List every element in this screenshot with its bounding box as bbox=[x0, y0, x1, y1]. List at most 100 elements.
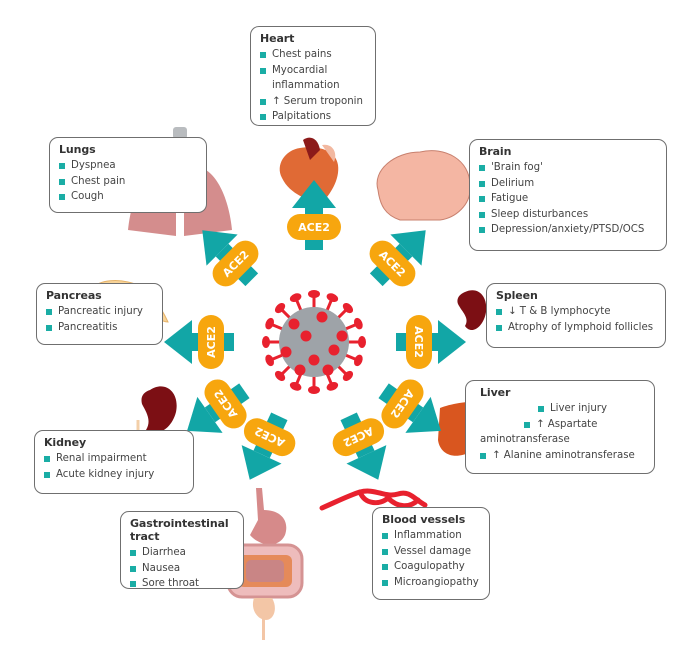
spleen-illustration bbox=[457, 290, 487, 331]
gi-title: Gastrointestinal tract bbox=[130, 517, 229, 543]
lungs-box: Lungs Dyspnea Chest pain Cough bbox=[49, 137, 207, 213]
heart-illustration bbox=[279, 137, 339, 205]
liver-item-continuation: aminotransferase bbox=[480, 434, 570, 446]
arrow-head bbox=[405, 396, 441, 433]
pancreas-item: Pancreatitis bbox=[46, 320, 154, 336]
gi-item: Sore throat bbox=[130, 576, 235, 592]
virus-spike-head bbox=[274, 370, 286, 382]
liver-item: ↑ Alanine aminotransferase bbox=[480, 448, 646, 464]
heart-item: Chest pains bbox=[260, 47, 367, 63]
ace2-badge bbox=[332, 418, 385, 457]
spleen-item: Atrophy of lymphoid follicles bbox=[496, 320, 657, 336]
virus-dot bbox=[316, 311, 328, 323]
arrow-head bbox=[390, 230, 426, 266]
ace2-arrow: ACE2 bbox=[187, 379, 250, 433]
ace2-badge bbox=[381, 379, 424, 429]
virus-dot bbox=[300, 330, 312, 342]
virus-illustration bbox=[262, 290, 366, 394]
virus-spike-head bbox=[265, 354, 275, 367]
blood-vessels-title: Blood vessels bbox=[382, 513, 466, 526]
brain-box: Brain 'Brain fog' Delirium Fatigue Sleep… bbox=[469, 139, 667, 251]
ace2-arrow: ACE2 bbox=[369, 230, 426, 287]
liver-item: Liver injury bbox=[538, 401, 646, 417]
brain-illustration bbox=[376, 150, 471, 221]
blood-vessels-illustration bbox=[319, 488, 428, 511]
ace2-arrow: ACE2 bbox=[164, 315, 234, 369]
ace2-label: ACE2 bbox=[412, 326, 425, 358]
ace2-badge bbox=[212, 240, 259, 287]
lungs-item: Chest pain bbox=[59, 174, 198, 190]
virus-dot bbox=[322, 364, 334, 376]
pancreas-item: Pancreatic injury bbox=[46, 304, 154, 320]
ace2-badge bbox=[369, 240, 416, 287]
ace2-arrow: ACE2 bbox=[202, 230, 259, 287]
spleen-box: Spleen ↓ T & B lymphocyte Atrophy of lym… bbox=[486, 283, 666, 348]
virus-spike-head bbox=[308, 290, 320, 298]
kidney-box: Kidney Renal impairment Acute kidney inj… bbox=[34, 430, 194, 494]
brain-item: Depression/anxiety/PTSD/OCS bbox=[479, 222, 658, 238]
arrow-head bbox=[292, 180, 336, 208]
brain-item: 'Brain fog' bbox=[479, 160, 658, 176]
pancreas-box: Pancreas Pancreatic injury Pancreatitis bbox=[36, 283, 163, 345]
brain-item: Fatigue bbox=[479, 191, 658, 207]
ace2-arrow: ACE2 bbox=[287, 180, 341, 250]
virus-dot bbox=[336, 330, 348, 342]
pancreas-title: Pancreas bbox=[46, 289, 102, 302]
virus-spike-head bbox=[274, 302, 286, 314]
virus-dot bbox=[308, 354, 320, 366]
virus-spike-head bbox=[342, 302, 354, 314]
ace2-arrow: ACE2 bbox=[378, 379, 441, 433]
spleen-item: ↓ T & B lymphocyte bbox=[496, 304, 657, 320]
virus-spike-head bbox=[326, 293, 339, 303]
ace2-badge bbox=[406, 315, 432, 369]
gi-item: Diarrhea bbox=[130, 545, 235, 561]
ace2-arrow: ACE2 bbox=[241, 412, 296, 480]
spleen-title: Spleen bbox=[496, 289, 538, 302]
ace2-badge bbox=[204, 379, 247, 429]
virus-spike-head bbox=[289, 293, 302, 303]
arrow-head bbox=[164, 320, 192, 364]
virus-spike-head bbox=[308, 386, 320, 394]
blood-vessels-item: Inflammation bbox=[382, 528, 481, 544]
heart-title: Heart bbox=[260, 32, 295, 45]
ace2-badge bbox=[287, 214, 341, 240]
blood-vessels-item: Coagulopathy bbox=[382, 559, 481, 575]
brain-title: Brain bbox=[479, 145, 512, 158]
arrow-head bbox=[241, 445, 282, 480]
heart-item: Myocardial bbox=[260, 63, 367, 79]
ace2-arrow: ACE2 bbox=[396, 315, 466, 369]
ace2-badge bbox=[198, 315, 224, 369]
kidney-item: Renal impairment bbox=[44, 451, 185, 467]
arrow-head bbox=[202, 230, 238, 266]
kidney-item: Acute kidney injury bbox=[44, 467, 185, 483]
ace2-label: ACE2 bbox=[205, 326, 218, 358]
ace2-label: ACE2 bbox=[298, 221, 330, 234]
heart-item: ↑ Serum troponin bbox=[260, 94, 367, 110]
lungs-item: Dyspnea bbox=[59, 158, 198, 174]
virus-spike-head bbox=[262, 336, 270, 348]
virus-spike-head bbox=[289, 381, 302, 391]
virus-body bbox=[279, 307, 349, 377]
liver-box: Liver Liver injury ↑ Aspartate aminotran… bbox=[465, 380, 655, 474]
ace2-arrow: ACE2 bbox=[332, 412, 387, 480]
virus-spike-head bbox=[326, 381, 339, 391]
lungs-item: Cough bbox=[59, 189, 198, 205]
liver-item: ↑ Aspartate bbox=[524, 417, 646, 433]
virus-spike-head bbox=[358, 336, 366, 348]
arrow-head bbox=[187, 396, 223, 433]
ace2-badge bbox=[243, 418, 296, 457]
blood-vessels-item: Vessel damage bbox=[382, 544, 481, 560]
virus-dot bbox=[328, 344, 340, 356]
virus-spike-head bbox=[265, 317, 275, 330]
brain-item: Delirium bbox=[479, 176, 658, 192]
virus-spike-head bbox=[353, 317, 363, 330]
lungs-title: Lungs bbox=[59, 143, 96, 156]
gi-box: Gastrointestinal tract Diarrhea Nausea S… bbox=[120, 511, 244, 589]
gi-item: Nausea bbox=[130, 561, 235, 577]
virus-dot bbox=[288, 318, 300, 330]
kidney-title: Kidney bbox=[44, 436, 87, 449]
virus-dot bbox=[294, 364, 306, 376]
heart-item: Palpitations bbox=[260, 109, 367, 125]
brain-item: Sleep disturbances bbox=[479, 207, 658, 223]
